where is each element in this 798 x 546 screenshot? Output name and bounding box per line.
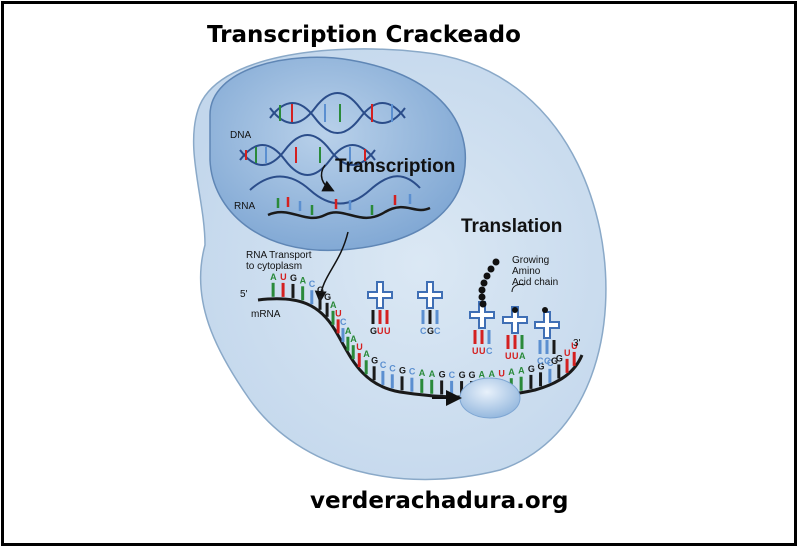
amino-acid-chain <box>478 258 548 313</box>
mrna-base-letter: U <box>356 342 363 352</box>
mrna-base-letter: A <box>488 369 495 379</box>
three-prime-label: 3' <box>573 338 581 349</box>
nucleus <box>209 56 467 252</box>
mrna-base-letter: G <box>324 292 331 302</box>
trna-body <box>502 306 528 334</box>
mrna-label: mRNA <box>251 309 281 320</box>
rna-transport-arrow <box>314 231 349 303</box>
mrna-base-letter: A <box>270 272 277 282</box>
anticodon-base-letter: U <box>479 346 486 356</box>
mrna-base-letter: G <box>528 364 535 374</box>
mrna-base-letter: C <box>380 360 387 370</box>
mrna-base-letter: C <box>547 358 554 368</box>
mrna-base-letter: G <box>371 355 378 365</box>
transcription-label: Transcription <box>335 156 455 177</box>
mrna-base-letter: A <box>478 370 485 380</box>
mrna-base-letter: A <box>419 368 426 378</box>
mrna-base-letter: U <box>280 272 287 282</box>
mrna-base-letter: A <box>350 334 357 344</box>
mrna-base-letter: G <box>399 365 406 375</box>
anticodon-base-letter: C <box>434 326 441 336</box>
anticodon-base-letter: C <box>544 356 551 366</box>
mrna-base-letter: C <box>409 367 416 377</box>
anticodon-base-letter: U <box>384 326 391 336</box>
dna-rungs <box>245 104 393 163</box>
anticodon-base-letter: U <box>505 351 512 361</box>
mrna-base-letter: A <box>508 367 515 377</box>
page-title: Transcription Crackeado <box>207 22 521 48</box>
anticodon-base-letter: A <box>519 351 526 361</box>
mrna-base-letter: G <box>317 285 324 295</box>
mrna-base-letter: U <box>564 348 571 358</box>
mrna-base-letter: G <box>556 353 563 363</box>
mrna-base-letter: G <box>469 370 476 380</box>
anticodon-base-letter: C <box>420 326 427 336</box>
mrna-base-letter: U <box>571 341 578 351</box>
rna-strand <box>267 206 431 220</box>
anticodon-base-letter: U <box>472 346 479 356</box>
ribosome <box>459 377 521 419</box>
mrna-base-letter: A <box>330 300 337 310</box>
anticodon-base-letter: C <box>486 346 493 356</box>
mrna-base-letter: A <box>345 326 352 336</box>
mrna-base-letter: C <box>389 363 396 373</box>
trna-body <box>367 281 393 309</box>
rna-bases <box>276 194 412 215</box>
mrna-base-letter: G <box>459 370 466 380</box>
rna-label: RNA <box>234 201 255 212</box>
chain-pointer-arrow <box>511 283 525 293</box>
anticodon-base-letter: U <box>512 351 519 361</box>
mrna-base-letter: C <box>309 279 316 289</box>
anticodon-base-letter: G <box>370 326 377 336</box>
site-url-watermark: verderachadura.org <box>310 488 569 514</box>
mrna-base-letter: A <box>363 349 370 359</box>
mrna-base-letter: G <box>538 361 545 371</box>
mrna-base-letter: U <box>335 308 342 318</box>
mrna-base-letter: A <box>300 275 307 285</box>
dna-helix-top <box>239 134 376 176</box>
dna-helix-upper <box>269 92 406 134</box>
trna-body <box>469 301 495 329</box>
mrna-base-letter: U <box>498 368 505 378</box>
mrna-base-letter: C <box>449 370 456 380</box>
mrna-backbone <box>257 297 584 399</box>
anticodon-base-letter: G <box>551 356 558 366</box>
trna-body <box>534 311 560 339</box>
dna-label: DNA <box>230 130 251 141</box>
mrna-base-letter: A <box>518 366 525 376</box>
trna-body <box>417 281 443 309</box>
transcription-arrow <box>320 164 335 192</box>
anticodon-base-letter: G <box>427 326 434 336</box>
anticodon-base-letter: C <box>537 356 544 366</box>
mrna-base-letter: C <box>340 317 347 327</box>
mrna-base-letter: G <box>290 273 297 283</box>
mrna-base-letter: G <box>439 369 446 379</box>
anticodon-base-letter: U <box>377 326 384 336</box>
mrna-base-letter: A <box>429 369 436 379</box>
five-prime-label: 5' <box>240 289 248 300</box>
translation-label: Translation <box>461 216 562 237</box>
